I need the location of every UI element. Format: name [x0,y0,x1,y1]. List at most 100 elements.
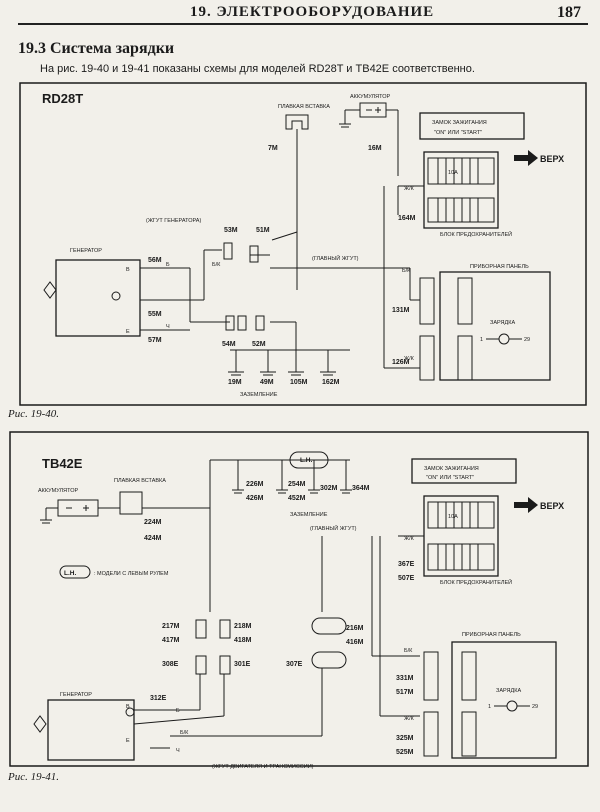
svg-text:105M: 105M [290,379,308,386]
svg-text:ПЛАВКАЯ ВСТАВКА: ПЛАВКАЯ ВСТАВКА [278,104,330,110]
section-title: 19.3 Система зарядки [18,40,175,57]
figure2-caption: Рис. 19-41. [8,771,60,783]
svg-text:49M: 49M [260,379,274,386]
svg-text:1: 1 [480,337,483,343]
svg-text:367E: 367E [398,561,415,568]
svg-text:ПРИБОРНАЯ ПАНЕЛЬ: ПРИБОРНАЯ ПАНЕЛЬ [462,632,521,638]
svg-text:ВЕРХ: ВЕРХ [540,501,564,511]
svg-text:10A: 10A [448,170,458,176]
svg-text:254M: 254M [288,481,306,488]
svg-text:Б/К: Б/К [404,648,413,654]
svg-text:1: 1 [488,704,491,710]
svg-text:525M: 525M [396,749,414,756]
svg-text:517M: 517M [396,689,414,696]
svg-text:56M: 56M [148,257,162,264]
svg-text:ГЕНЕРАТОР: ГЕНЕРАТОР [70,248,102,254]
figure2-frame [9,431,589,767]
svg-text:452M: 452M [288,495,306,502]
svg-text:ЗАМОК ЗАЖИГАНИЯ: ЗАМОК ЗАЖИГАНИЯ [424,466,479,472]
svg-text:29: 29 [532,704,538,710]
svg-text:ЗАЗЕМЛЕНИЕ: ЗАЗЕМЛЕНИЕ [240,392,278,398]
svg-text:АККУМУЛЯТОР: АККУМУЛЯТОР [350,94,390,100]
svg-text:10A: 10A [448,514,458,520]
svg-text:16M: 16M [368,145,382,152]
svg-text:331M: 331M [396,675,414,682]
up-arrow-icon [514,150,538,166]
svg-text:Ж/К: Ж/К [404,536,415,542]
svg-text:216M: 216M [346,625,364,632]
header-rule [18,23,588,25]
svg-text:51M: 51M [256,227,270,234]
svg-text:L.H.: L.H. [64,570,76,577]
svg-text:Ж/К: Ж/К [404,186,415,192]
svg-text:Е: Е [126,329,130,335]
svg-text:164M: 164M [398,215,416,222]
svg-text:L.H.: L.H. [300,457,312,464]
svg-text:"ON" ИЛИ "START": "ON" ИЛИ "START" [434,130,482,136]
svg-text:Б: Б [166,262,170,268]
svg-text:426M: 426M [246,495,264,502]
svg-text:364M: 364M [352,485,370,492]
svg-text:Ч: Ч [176,748,180,754]
svg-text:162M: 162M [322,379,340,386]
svg-text:Б/К: Б/К [180,730,189,736]
svg-text:"ON" ИЛИ "START": "ON" ИЛИ "START" [426,475,474,481]
svg-text:ПРИБОРНАЯ ПАНЕЛЬ: ПРИБОРНАЯ ПАНЕЛЬ [470,264,529,270]
figure1-caption: Рис. 19-40. [8,408,60,420]
svg-text:Б/К: Б/К [402,268,411,274]
svg-text:325M: 325M [396,735,414,742]
svg-text:418M: 418M [234,637,252,644]
svg-text:57M: 57M [148,337,162,344]
svg-text:Б: Б [176,708,180,714]
instrument-panel-outline-2 [451,641,557,759]
svg-text:424M: 424M [144,535,162,542]
svg-text:307E: 307E [286,661,303,668]
svg-text:217M: 217M [162,623,180,630]
svg-text:53M: 53M [224,227,238,234]
svg-text:416M: 416M [346,639,364,646]
intro-text: На рис. 19-40 и 19-41 показаны схемы для… [40,63,475,75]
svg-text:В: В [126,267,130,273]
svg-text:В: В [126,704,130,710]
svg-text:224M: 224M [144,519,162,526]
ignition-switch-box [419,112,525,140]
svg-text:Е: Е [126,738,130,744]
svg-text:7M: 7M [268,145,278,152]
instrument-panel-outline [439,271,551,381]
figure1-frame [19,82,587,406]
up-arrow-icon-2 [514,497,538,513]
svg-text:226M: 226M [246,481,264,488]
fuse-block-outline [423,151,499,229]
svg-text:308E: 308E [162,661,179,668]
svg-text:Ч: Ч [166,324,170,330]
svg-text:54M: 54M [222,341,236,348]
svg-text:АККУМУЛЯТОР: АККУМУЛЯТОР [38,488,78,494]
svg-text:(ЖГУТ ДВИГАТЕЛЯ И ТРАНСМИССИИ): (ЖГУТ ДВИГАТЕЛЯ И ТРАНСМИССИИ) [212,764,314,770]
svg-text:(ГЛАВНЫЙ ЖГУТ): (ГЛАВНЫЙ ЖГУТ) [312,254,359,262]
svg-text:ПЛАВКАЯ ВСТАВКА: ПЛАВКАЯ ВСТАВКА [114,478,166,484]
svg-text:ЗАРЯДКА: ЗАРЯДКА [490,320,515,326]
svg-text:19M: 19M [228,379,242,386]
svg-text:131M: 131M [392,307,410,314]
svg-text:312E: 312E [150,695,167,702]
svg-text:52M: 52M [252,341,266,348]
svg-text:ЗАМОК ЗАЖИГАНИЯ: ЗАМОК ЗАЖИГАНИЯ [432,120,487,126]
svg-text:126M: 126M [392,359,410,366]
svg-text:(ГЛАВНЫЙ ЖГУТ): (ГЛАВНЫЙ ЖГУТ) [310,524,357,532]
ignition-switch-box-2 [411,458,517,484]
svg-text:Ж/К: Ж/К [404,716,415,722]
page-number: 187 [557,4,581,21]
generator-body-2 [47,699,135,761]
chapter-title: 19. ЭЛЕКТРООБОРУДОВАНИЕ [190,4,435,20]
svg-text:ВЕРХ: ВЕРХ [540,154,564,164]
svg-text:: МОДЕЛИ С ЛЕВЫМ РУЛЕМ: : МОДЕЛИ С ЛЕВЫМ РУЛЕМ [94,571,169,577]
fusible-link-symbol [285,114,309,130]
svg-text:(ЖГУТ ГЕНЕРАТОРА): (ЖГУТ ГЕНЕРАТОРА) [146,218,201,224]
svg-text:302M: 302M [320,485,338,492]
generator-body [55,259,141,337]
model-label-2: TB42E [42,456,83,471]
svg-text:ЗАЗЕМЛЕНИЕ: ЗАЗЕМЛЕНИЕ [290,512,328,518]
fusible-link-symbol-2 [119,491,143,515]
